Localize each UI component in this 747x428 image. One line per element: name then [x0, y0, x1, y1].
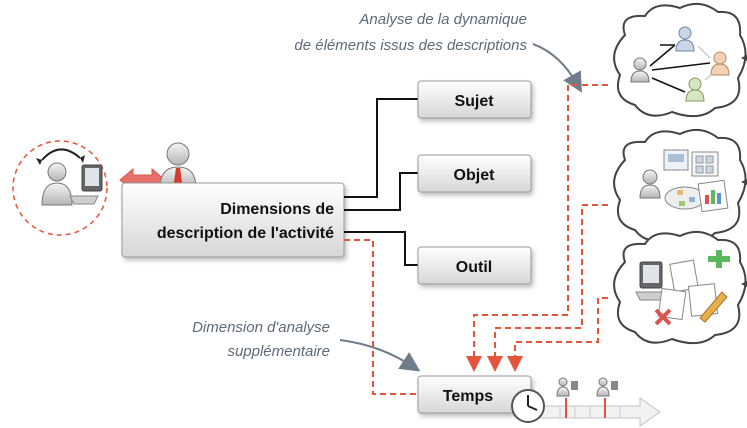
cloud-documents	[613, 128, 747, 243]
network-diagram-icon	[630, 26, 730, 102]
connector-subject	[344, 98, 418, 198]
tool-label: Outil	[456, 259, 492, 276]
annotation-extra-arrow	[339, 339, 421, 372]
dashed-links	[344, 84, 608, 395]
user-computer-icon	[36, 148, 103, 206]
connector-object	[344, 172, 418, 211]
annotation-extra-line1: Dimension d'analyse	[192, 319, 330, 336]
tool-box	[417, 246, 532, 285]
central-label-line2: description de l'activité	[157, 225, 334, 242]
timeline-arrow	[529, 397, 661, 427]
cloud-tools	[613, 230, 747, 345]
annotation-dynamics-line1: Analyse de la dynamique	[358, 11, 527, 28]
subject-label: Sujet	[454, 93, 494, 110]
tools-icon	[635, 250, 730, 326]
object-label: Objet	[454, 167, 496, 184]
person-tie-icon	[159, 142, 197, 189]
annotation-dynamics-arrow	[532, 43, 582, 93]
subject-box	[417, 80, 532, 119]
cloud-network	[613, 2, 747, 118]
annotation-dynamics-line2: de éléments issus des descriptions	[294, 37, 527, 54]
connector-tool	[344, 231, 418, 266]
clock-icon	[511, 389, 545, 423]
object-box	[417, 154, 532, 193]
annotation-extra-line2: supplémentaire	[227, 343, 330, 360]
central-label-line1: Dimensions de	[220, 201, 334, 218]
user-circle	[12, 140, 108, 236]
timeline-users-icon	[556, 377, 618, 397]
time-label: Temps	[443, 388, 493, 405]
central-box	[121, 182, 345, 258]
documents-icon	[639, 149, 729, 213]
